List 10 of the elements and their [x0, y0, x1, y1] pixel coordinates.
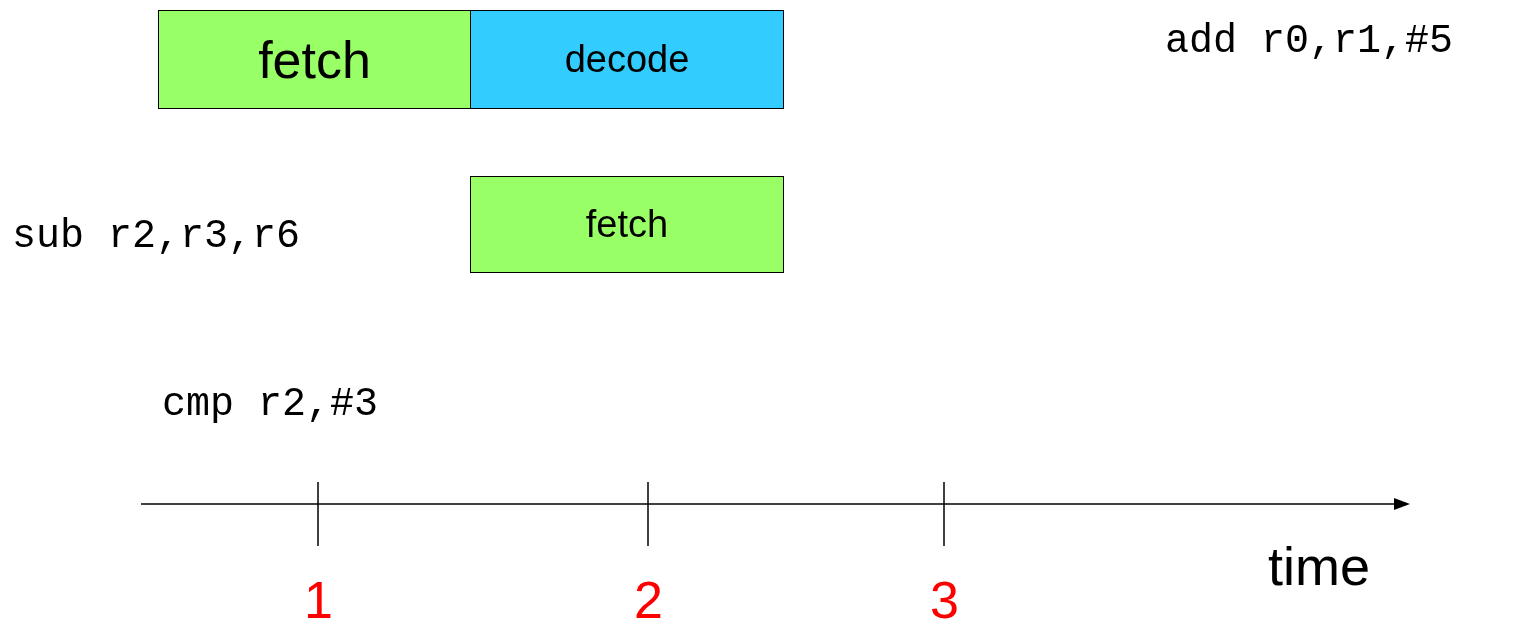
tick-number: 1	[304, 574, 333, 623]
instruction-text: sub r2,r3,r6	[12, 217, 301, 257]
fetch-stage-box: fetch	[158, 10, 471, 109]
tick-number: 2	[634, 574, 663, 623]
fetch-stage-box: fetch	[470, 176, 784, 273]
tick-number: 3	[930, 574, 959, 623]
instruction-text: cmp r2,#3	[162, 385, 379, 425]
instruction-text: add r0,r1,#5	[1165, 22, 1454, 62]
decode-stage-box: decode	[470, 10, 784, 109]
axis-label: time	[1268, 539, 1370, 593]
